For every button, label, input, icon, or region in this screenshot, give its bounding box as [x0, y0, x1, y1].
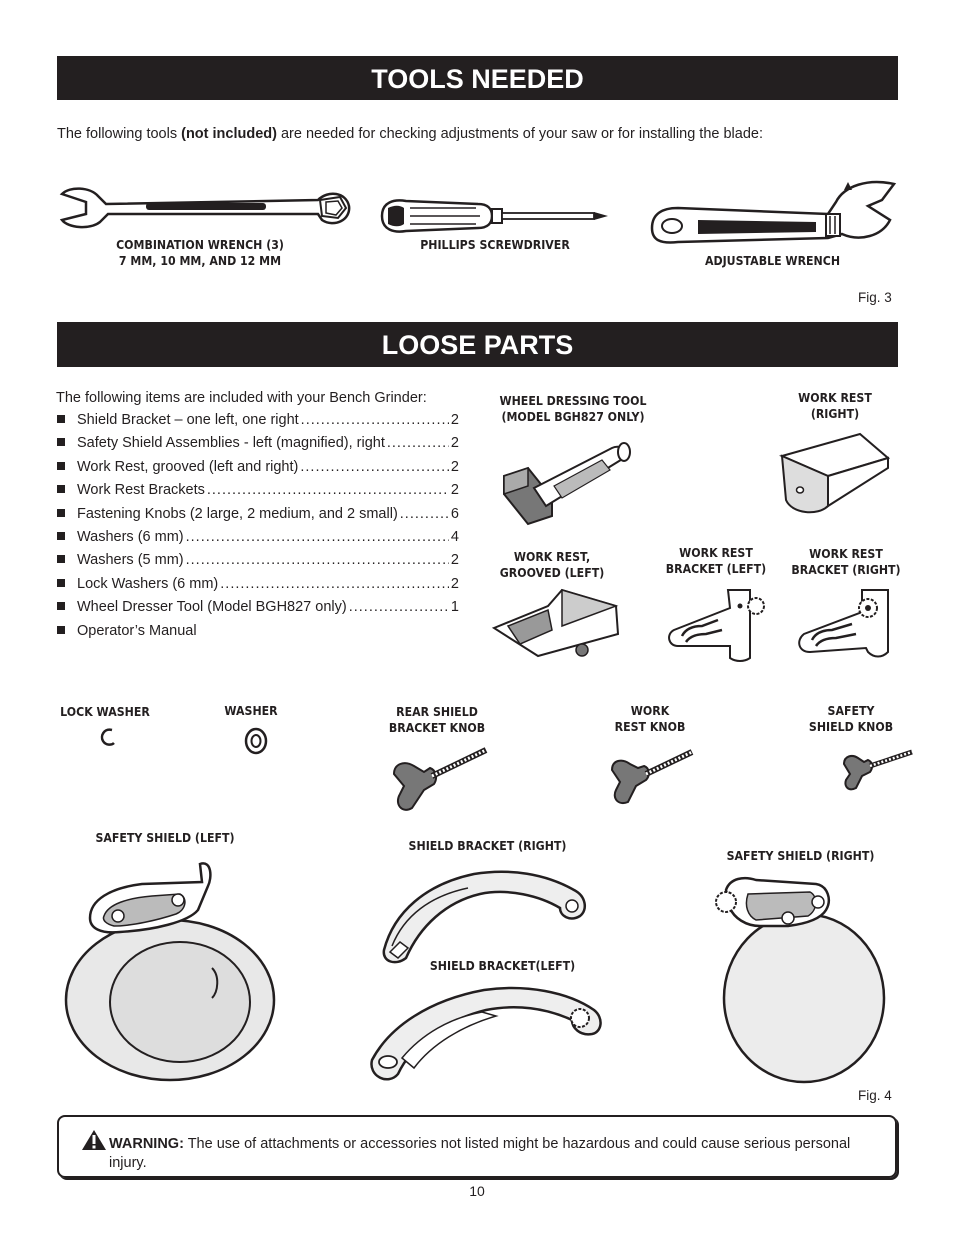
list-item: Operator’s Manual	[57, 623, 459, 646]
bullet-icon	[57, 485, 65, 494]
lock-washer-label: LOCK WASHER	[60, 704, 150, 719]
tools-needed-heading: TOOLS NEEDED	[57, 56, 898, 100]
work-rest-right-illustration	[779, 432, 891, 514]
safety-shield-left-illustration	[64, 862, 276, 1082]
bullet-icon	[57, 415, 65, 423]
work-rest-grooved-illustration	[491, 588, 620, 658]
safety-shield-knob-illustration	[842, 749, 913, 791]
shield-bracket-right-label: SHIELD BRACKET (RIGHT)	[408, 838, 567, 853]
wheel-dressing-tool-illustration	[503, 442, 631, 526]
list-item: Work Rest Brackets2	[57, 482, 459, 505]
list-item: Lock Washers (6 mm)2	[57, 576, 459, 599]
loose-parts-list: Shield Bracket – one left, one right2 Sa…	[57, 412, 459, 646]
bullet-icon	[57, 555, 65, 564]
rear-shield-bracket-knob-illustration	[392, 747, 488, 811]
warning-box: WARNING: The use of attachments or acces…	[57, 1115, 897, 1178]
safety-shield-right-illustration	[715, 876, 886, 1084]
warning-text: WARNING: The use of attachments or acces…	[109, 1136, 851, 1171]
loose-parts-intro: The following items are included with yo…	[56, 390, 427, 406]
shield-bracket-left-label: SHIELD BRACKET(LEFT)	[429, 958, 576, 973]
bullet-icon	[57, 461, 65, 470]
wheel-dressing-tool-label: WHEEL DRESSING TOOL(MODEL BGH827 ONLY)	[499, 393, 647, 424]
page-number: 10	[469, 1183, 485, 1199]
fig-3-caption: Fig. 3	[858, 290, 892, 305]
bullet-icon	[57, 625, 65, 634]
lock-washer-illustration	[100, 728, 115, 746]
shield-bracket-right-illustration	[382, 870, 587, 964]
combination-wrench-label: COMBINATION WRENCH (3)7 MM, 10 MM, AND 1…	[116, 237, 284, 268]
list-item: Washers (5 mm)2	[57, 552, 459, 575]
bullet-icon	[57, 531, 65, 540]
shield-bracket-left-illustration	[370, 986, 602, 1081]
list-item: Washers (6 mm)4	[57, 529, 459, 552]
work-rest-knob-illustration	[610, 749, 694, 804]
list-item: Work Rest, grooved (left and right)2	[57, 459, 459, 482]
safety-shield-left-label: SAFETY SHIELD (LEFT)	[95, 830, 235, 845]
work-rest-bracket-right-illustration	[798, 589, 889, 658]
work-rest-right-label: WORK REST(RIGHT)	[798, 390, 872, 421]
safety-shield-right-label: SAFETY SHIELD (RIGHT)	[726, 848, 875, 863]
washer-illustration	[244, 727, 268, 755]
warning-triangle-icon	[82, 1130, 106, 1150]
combination-wrench-illustration	[59, 187, 351, 229]
phillips-screwdriver-illustration	[380, 199, 608, 233]
adjustable-wrench-illustration	[650, 180, 897, 244]
list-item: Shield Bracket – one left, one right2	[57, 412, 459, 435]
tools-intro: The following tools (not included) are n…	[57, 126, 763, 142]
bullet-icon	[57, 508, 65, 517]
bullet-icon	[57, 438, 65, 447]
loose-parts-heading: LOOSE PARTS	[57, 322, 898, 367]
adjustable-wrench-label: ADJUSTABLE WRENCH	[704, 253, 841, 268]
bullet-icon	[57, 602, 65, 611]
phillips-screwdriver-label: PHILLIPS SCREWDRIVER	[420, 237, 570, 252]
list-item: Safety Shield Assemblies - left (magnifi…	[57, 435, 459, 458]
bullet-icon	[57, 578, 65, 587]
list-item: Wheel Dresser Tool (Model BGH827 only)1	[57, 599, 459, 622]
fig-4-caption: Fig. 4	[858, 1088, 892, 1103]
work-rest-grooved-label: WORK REST,GROOVED (LEFT)	[499, 549, 605, 580]
list-item: Fastening Knobs (2 large, 2 medium, and …	[57, 506, 459, 529]
work-rest-bracket-left-illustration	[668, 589, 765, 662]
washer-label: WASHER	[224, 703, 278, 718]
